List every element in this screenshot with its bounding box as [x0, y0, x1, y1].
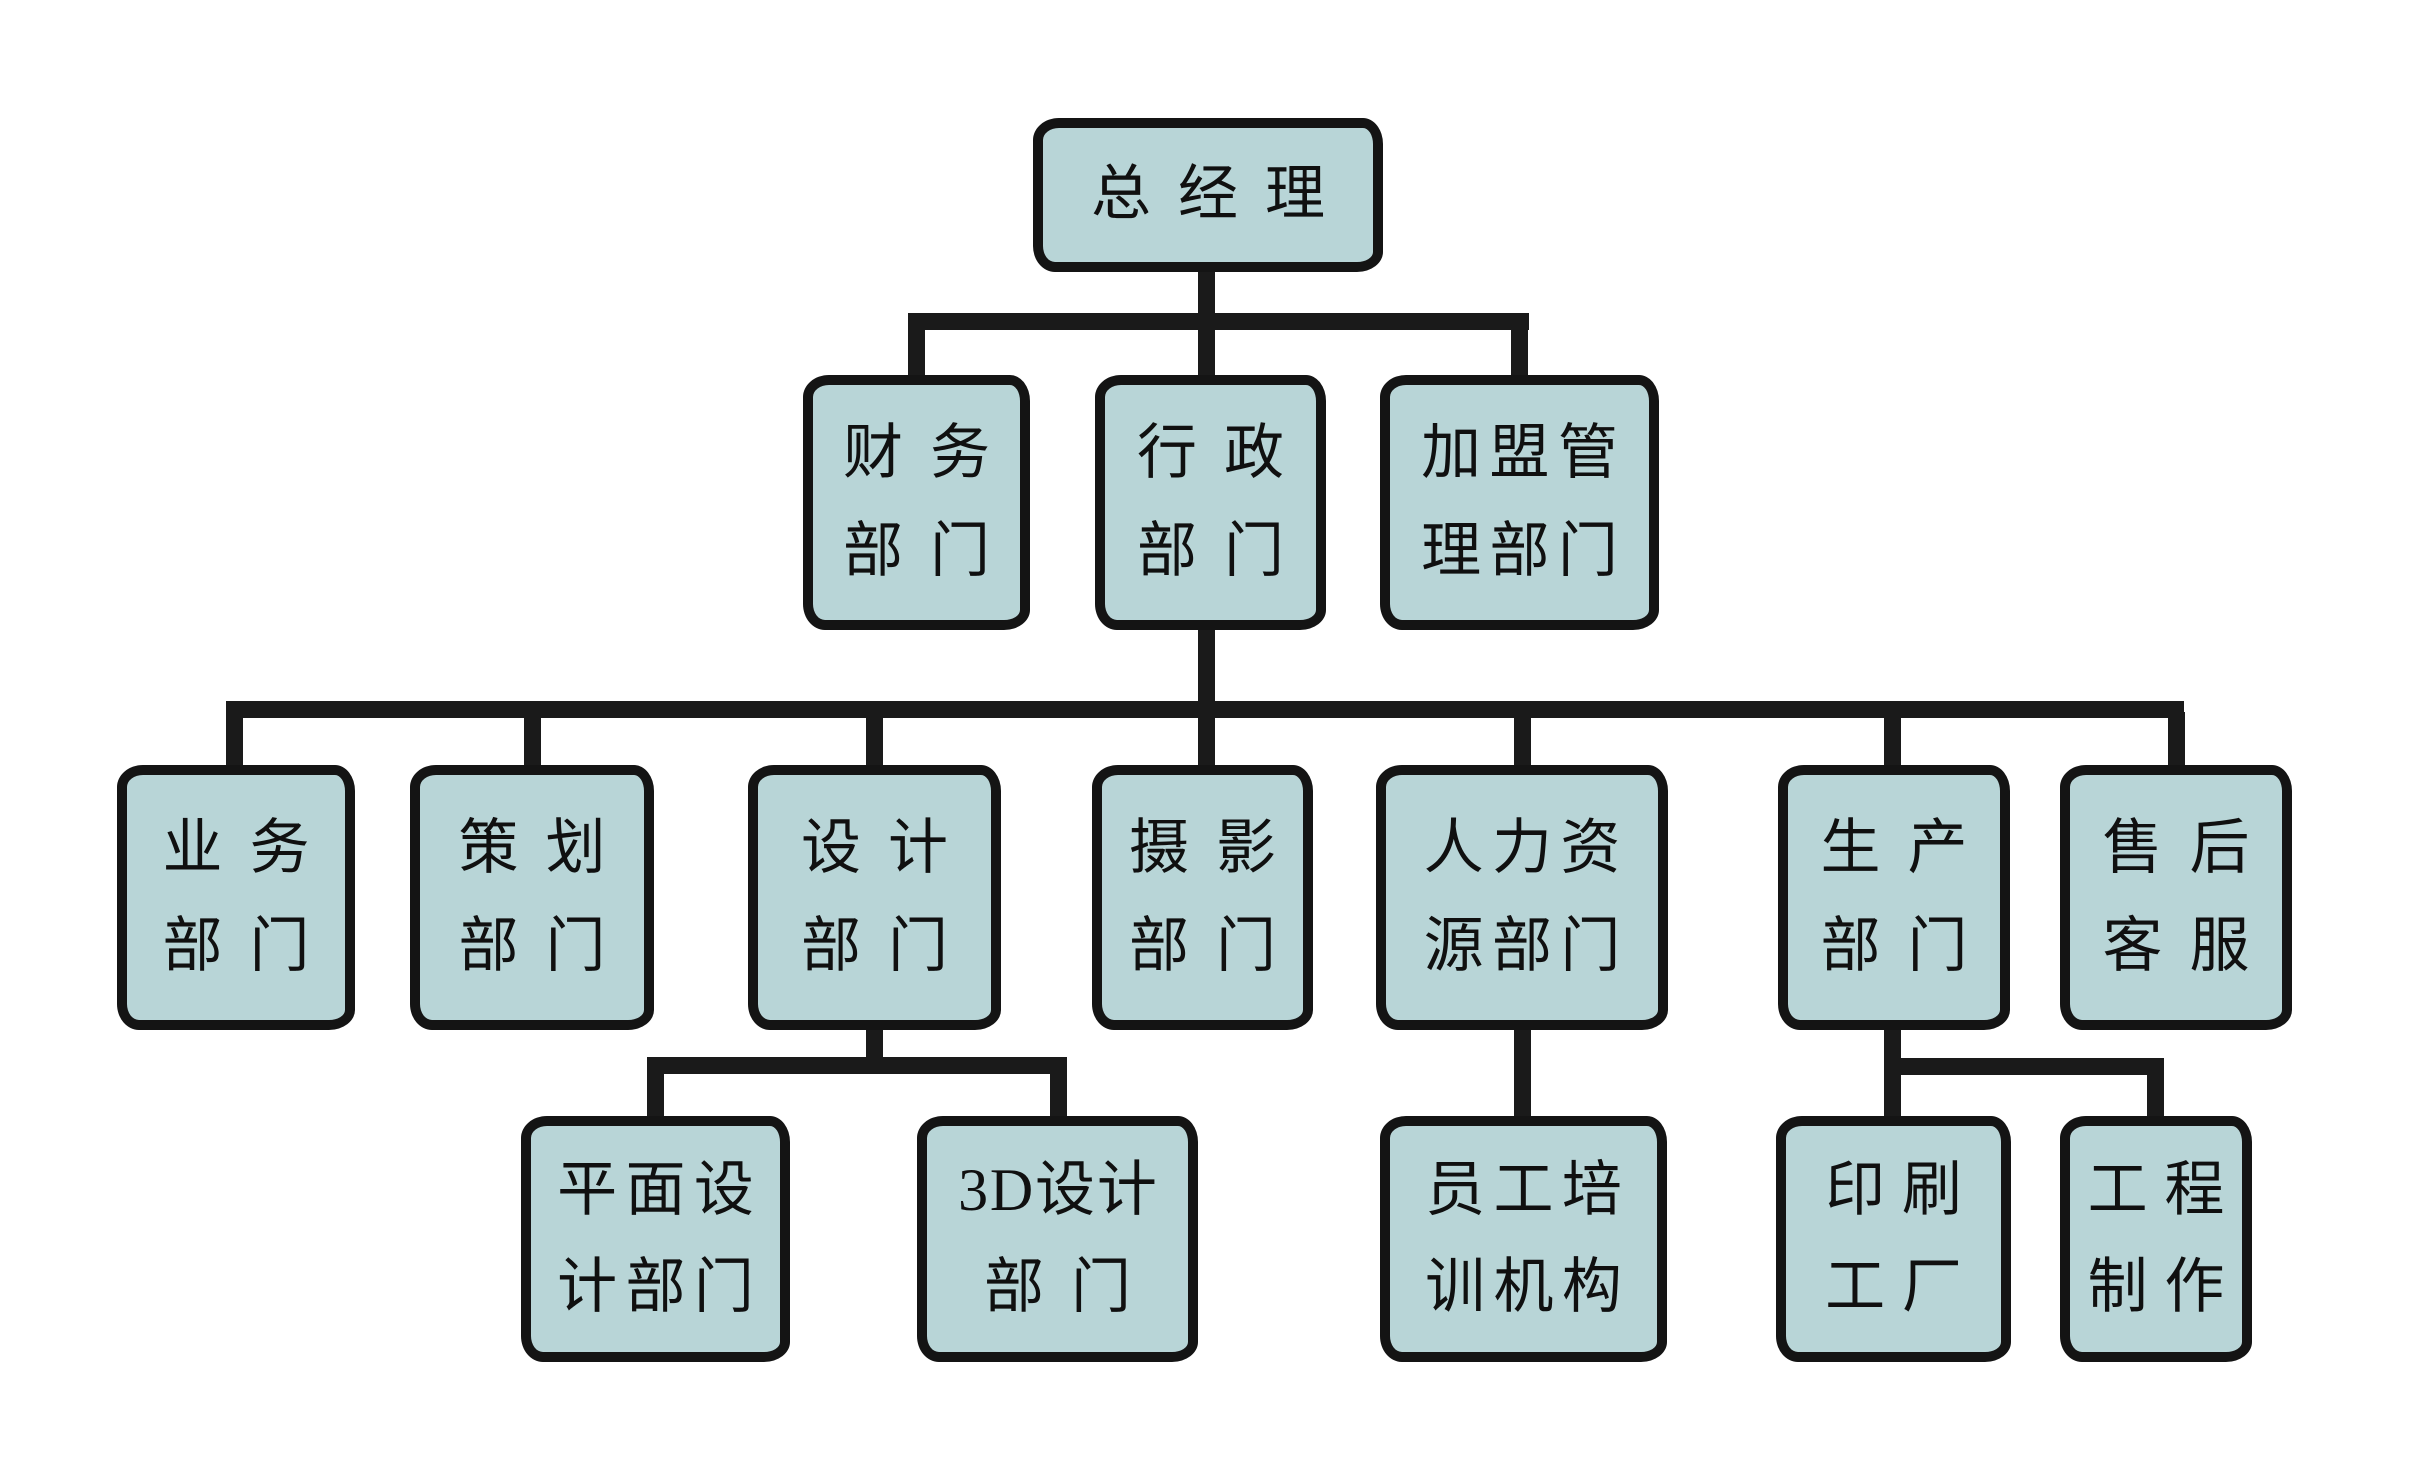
node-3d-design-dept: 3D设计 部门 — [917, 1116, 1198, 1362]
node-after-sales-service: 售后 客服 — [2060, 765, 2292, 1030]
node-label: 印刷 — [1825, 1156, 1979, 1223]
connector-drop-planning — [524, 712, 541, 774]
node-label: 部门 — [458, 912, 633, 979]
connector-drop-business — [226, 712, 243, 774]
node-label: 行政 — [1137, 420, 1311, 487]
node-label: 工厂 — [1825, 1254, 1979, 1320]
connector-drop-3d-design — [1050, 1074, 1067, 1124]
node-label: 部门 — [1129, 912, 1303, 979]
node-business-dept: 业务 部门 — [117, 765, 355, 1030]
node-label: 部门 — [843, 517, 1017, 584]
node-label: 平面设 — [557, 1156, 763, 1223]
node-employee-training-institution: 员工培 训机构 — [1380, 1116, 1667, 1362]
node-label: 部门 — [1820, 912, 1995, 979]
node-label: 理部门 — [1421, 517, 1627, 584]
connector-design-bar — [647, 1057, 1067, 1074]
connector-drop-after-sales — [2168, 712, 2185, 774]
node-label: 策划 — [458, 815, 633, 882]
node-label: 员工培 — [1425, 1156, 1631, 1223]
node-design-dept: 设计 部门 — [748, 765, 1001, 1030]
node-production-dept: 生产 部门 — [1778, 765, 2010, 1030]
connector-drop-design — [866, 712, 883, 774]
node-finance-dept: 财务 部门 — [803, 375, 1030, 630]
connector-level3-bar — [226, 701, 2184, 718]
connector-drop-graphic-design — [647, 1074, 664, 1124]
connector-level2-bar — [908, 313, 1529, 330]
node-label: 售后 — [2102, 815, 2277, 882]
node-label: 客服 — [2102, 912, 2277, 979]
node-label: 财务 — [843, 420, 1017, 487]
node-label: 总经理 — [1091, 161, 1352, 228]
connector-drop-engineering — [2147, 1075, 2164, 1124]
node-label: 工程 — [2087, 1156, 2242, 1223]
node-photography-dept: 摄影 部门 — [1092, 765, 1313, 1030]
node-label: 加盟管 — [1421, 420, 1627, 487]
node-label: 部门 — [801, 912, 975, 979]
node-label: 部门 — [1137, 517, 1311, 584]
node-label: 部门 — [162, 912, 337, 979]
node-label: 制作 — [2087, 1254, 2242, 1320]
connector-drop-hr — [1514, 712, 1531, 774]
node-franchise-management-dept: 加盟管 理部门 — [1380, 375, 1659, 630]
node-planning-dept: 策划 部门 — [410, 765, 654, 1030]
node-admin-dept: 行政 部门 — [1095, 375, 1326, 630]
node-label: 设计 — [801, 815, 975, 882]
node-label: 业务 — [162, 815, 337, 882]
connector-drop-finance — [908, 330, 925, 385]
connector-hr-vertical — [1514, 1022, 1531, 1124]
connector-drop-franchise — [1511, 330, 1528, 385]
node-label: 摄影 — [1129, 815, 1303, 882]
connector-admin-vertical — [1198, 622, 1215, 775]
connector-drop-production — [1884, 712, 1901, 774]
node-label: 3D设计 — [958, 1156, 1159, 1223]
node-general-manager: 总经理 — [1033, 118, 1383, 272]
node-label: 生产 — [1820, 815, 1995, 882]
node-label: 源部门 — [1423, 912, 1629, 979]
node-printing-factory: 印刷 工厂 — [1776, 1116, 2011, 1362]
connector-production-bar — [1884, 1058, 2164, 1075]
node-engineering-production: 工程 制作 — [2060, 1116, 2252, 1362]
node-label: 计部门 — [557, 1254, 763, 1320]
node-label: 训机构 — [1425, 1254, 1631, 1320]
node-hr-dept: 人力资 源部门 — [1376, 765, 1668, 1030]
node-graphic-design-dept: 平面设 计部门 — [521, 1116, 790, 1362]
node-label: 部门 — [984, 1254, 1158, 1320]
node-label: 人力资 — [1423, 815, 1629, 882]
